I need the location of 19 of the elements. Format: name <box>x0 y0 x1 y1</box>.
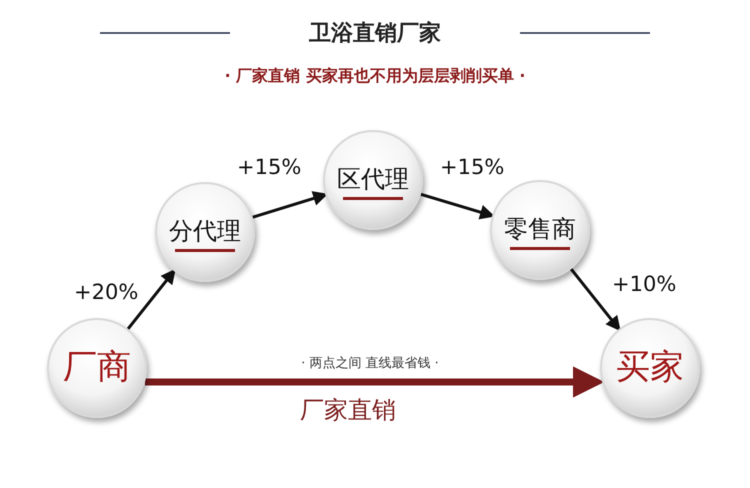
edge-label: +15% <box>237 155 302 179</box>
node-label: 区代理 <box>336 164 410 196</box>
arrow <box>145 366 604 398</box>
edge-label: +20% <box>74 280 138 304</box>
slogan: · 两点之间 直线最省钱 · <box>300 355 440 372</box>
circle-node <box>600 318 700 418</box>
arrow <box>252 191 328 219</box>
title: 卫浴直销厂家 <box>308 20 442 48</box>
arrow <box>126 268 176 330</box>
node-label: 买家 <box>615 346 685 390</box>
node-label: 分代理 <box>168 216 242 248</box>
arrow <box>420 192 495 220</box>
arrow <box>570 268 621 332</box>
edge-label: 厂家直销 <box>300 395 396 426</box>
edge-label: +15% <box>440 155 504 179</box>
subtitle: · 厂家直销 买家再也不用为层层剥削买单 · <box>224 66 526 87</box>
node-label: 厂商 <box>62 346 132 390</box>
node-label: 零售商 <box>503 214 577 246</box>
edge-label: +10% <box>612 272 676 296</box>
